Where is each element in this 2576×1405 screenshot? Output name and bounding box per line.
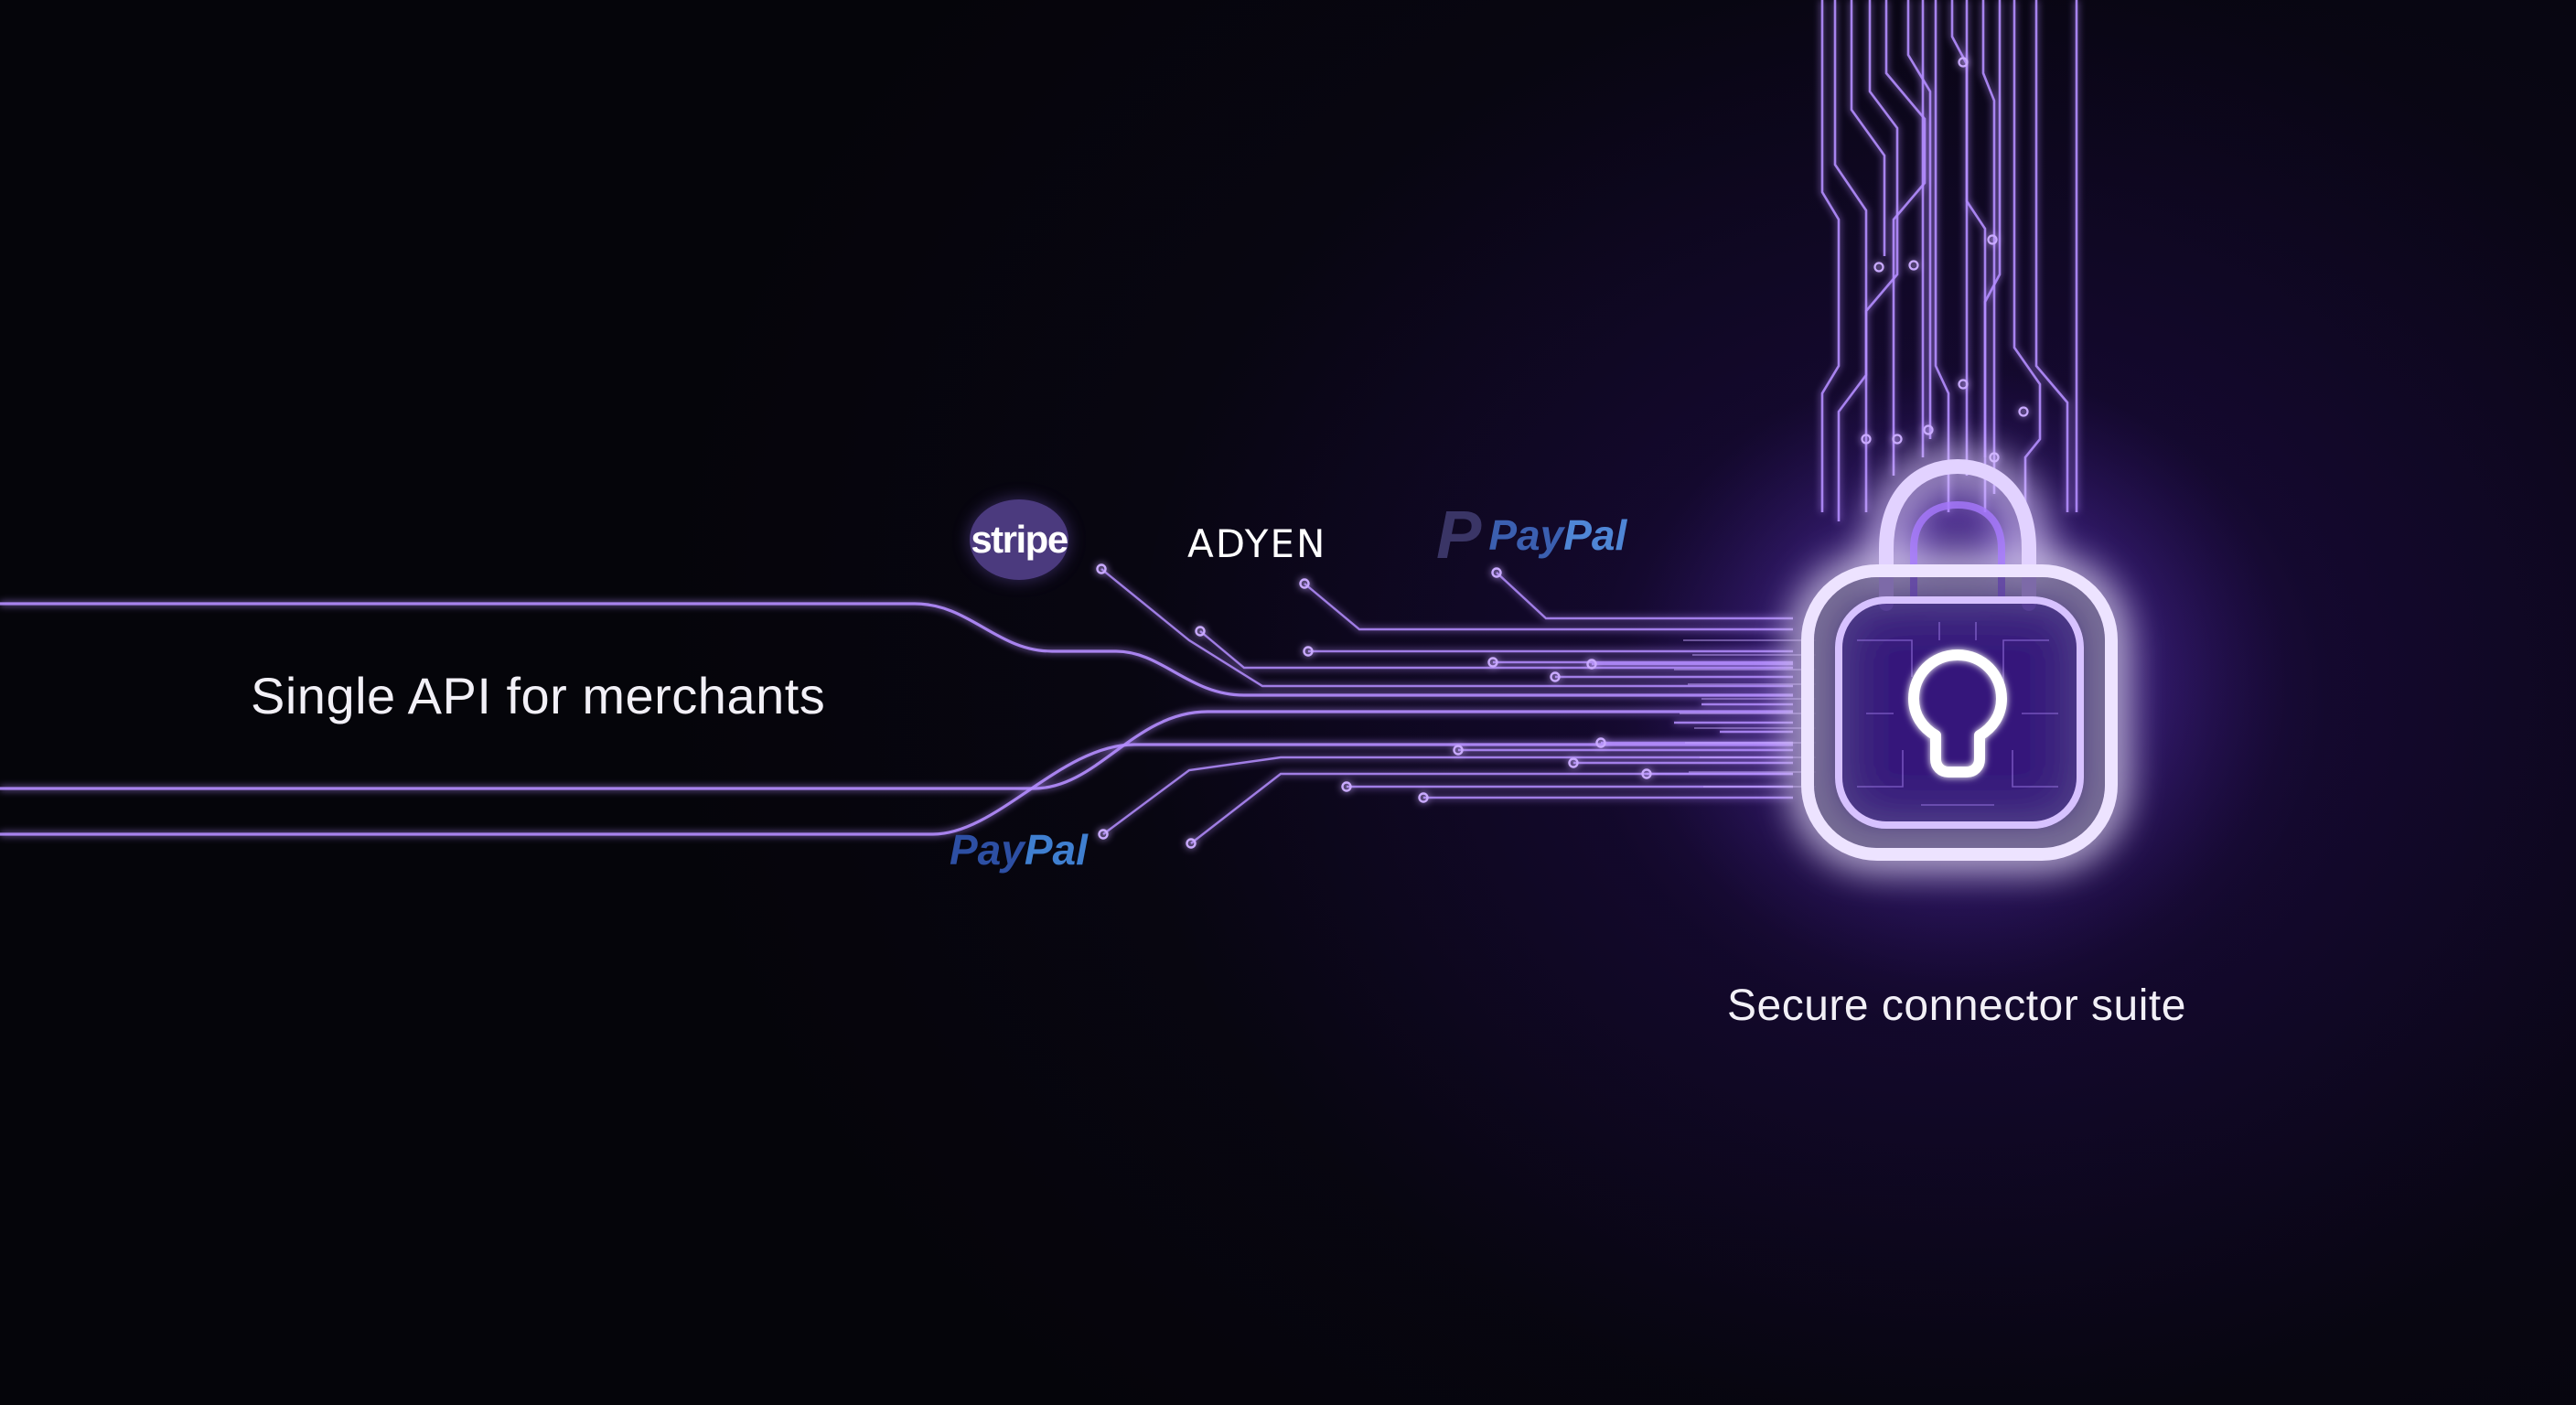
lock-body-inner — [1835, 596, 2084, 829]
lock-shackle — [1879, 458, 2036, 611]
paypal-mark-icon: P — [1436, 497, 1482, 573]
padlock-icon — [1801, 458, 2118, 861]
tagline-secure-connector: Secure connector suite — [1727, 981, 2186, 1030]
paypal-wordmark: PayPal — [1488, 510, 1626, 560]
trace-nodes-top — [1861, 57, 2029, 463]
stripe-logo: stripe — [970, 499, 1068, 580]
top-traces — [1820, 0, 2078, 521]
stripe-wordmark: stripe — [971, 518, 1068, 561]
tagline-single-api: Single API for merchants — [251, 667, 826, 724]
paypal-pal: Pal — [1563, 511, 1627, 559]
lock-inner-circuit — [1857, 622, 2058, 806]
paypal-pay: Pay — [1488, 511, 1564, 559]
converging-bundle — [1674, 639, 1816, 788]
adyen-logo: ADYEN — [1187, 521, 1327, 566]
paypal-logo-bottom: PayPal — [950, 825, 1088, 874]
trace-nodes-left — [1096, 563, 1652, 849]
paypal-pal: Pal — [1024, 826, 1088, 874]
brand-traces — [1100, 568, 1793, 844]
keyhole-icon — [1908, 649, 2007, 778]
paypal-logo-top: P PayPal — [1436, 501, 1626, 569]
paypal-pay: Pay — [950, 826, 1025, 874]
left-traces — [0, 602, 1793, 836]
